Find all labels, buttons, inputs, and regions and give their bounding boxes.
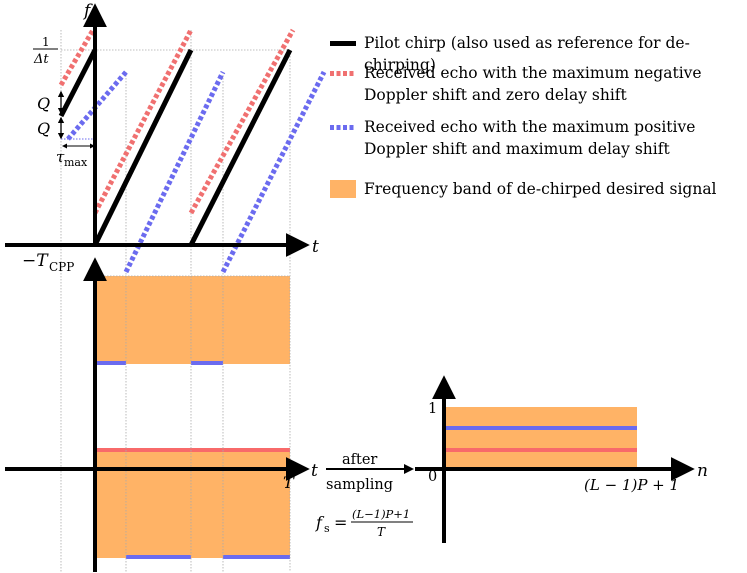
fs-denominator: T: [377, 525, 386, 539]
inv-dt-denominator: Δt: [33, 52, 49, 67]
pos-doppler-swatch: [330, 125, 356, 130]
legend-item-neg-doppler: Received echo with the maximum negative …: [330, 62, 702, 106]
legend-item-pos-doppler: Received echo with the maximum positive …: [330, 116, 695, 160]
inv-dt-numerator: 1: [42, 35, 50, 49]
sampling-label-top: after: [342, 452, 377, 468]
legend-neg-line1: Received echo with the maximum negative: [364, 64, 702, 82]
t-cpp-subscript: CPP: [49, 260, 74, 274]
right-y-tick-1: 1: [428, 401, 437, 417]
pilot-swatch: [330, 41, 356, 46]
tau-subscript: max: [64, 156, 88, 169]
legend-neg-line2: Doppler shift and zero delay shift: [364, 86, 627, 104]
band-region-upper: [95, 276, 290, 364]
bottom-x-axis-label: t: [311, 461, 318, 481]
legend-pos-line1: Received echo with the maximum positive: [364, 118, 696, 136]
q-label-upper: Q: [37, 94, 50, 113]
right-x-axis-label: n: [697, 461, 708, 481]
neg-doppler-chirps: [58, 28, 296, 215]
legend-neg-text: Received echo with the maximum negative …: [364, 62, 702, 106]
legend-band-text: Frequency band of de-chirped desired sig…: [364, 180, 717, 198]
bottom-x-tick-T: T: [283, 473, 295, 492]
legend-pos-line2: Doppler shift and maximum delay shift: [364, 140, 670, 158]
neg-doppler-swatch: [330, 71, 356, 76]
legend-item-band: Frequency band of de-chirped desired sig…: [330, 178, 717, 200]
legend-item-pilot: Pilot chirp (also used as reference for …: [330, 32, 747, 76]
pos-doppler-chirps: [66, 70, 327, 274]
pilot-chirps: [58, 48, 293, 247]
right-y-tick-0: 0: [428, 469, 437, 485]
right-x-tick-end: (L − 1)P + 1: [584, 476, 679, 494]
sampling-label-bottom: sampling: [326, 477, 393, 493]
top-x-axis-label: t: [312, 237, 319, 257]
fs-subscript: s: [324, 522, 330, 535]
fs-equals: =: [334, 513, 347, 532]
t-cpp-label: −T: [22, 251, 49, 271]
legend-pos-text: Received echo with the maximum positive …: [364, 116, 695, 160]
fs-lhs: f: [315, 513, 325, 532]
band-region-right-plot: [444, 407, 637, 469]
tau-label: τ: [56, 148, 65, 166]
top-y-axis-label: f: [82, 1, 93, 21]
q-label-lower: Q: [37, 119, 50, 138]
band-swatch: [330, 180, 356, 198]
legend-pilot-text: Pilot chirp (also used as reference for …: [364, 34, 690, 74]
band-region-lower: [95, 450, 290, 558]
fs-numerator: (L−1)P+1: [352, 507, 410, 521]
